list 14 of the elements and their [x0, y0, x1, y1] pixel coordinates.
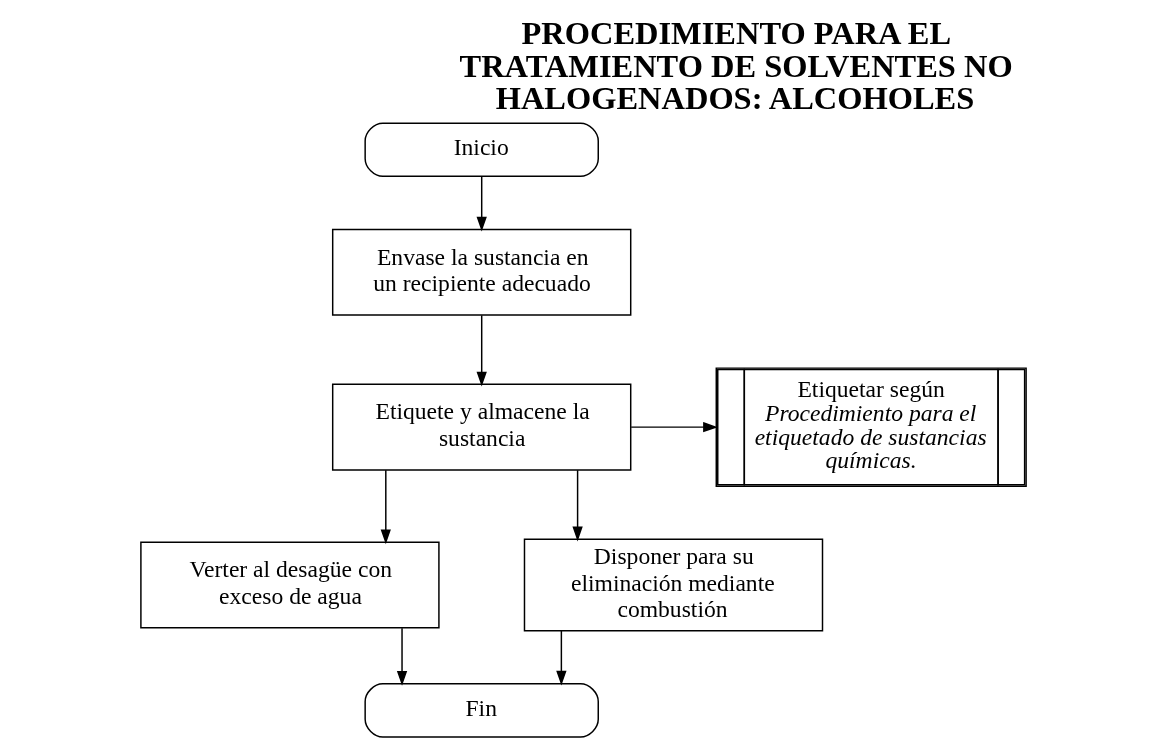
- arrow: [555, 630, 567, 686]
- node-box: Disponer para su eliminación mediante combustión: [523, 538, 823, 632]
- arrow: [380, 469, 391, 545]
- node-box: Etiquete y almacene la sustancia: [331, 383, 631, 471]
- arrow: [476, 314, 487, 387]
- node-box: Inicio: [363, 122, 599, 178]
- arrow: [629, 421, 718, 433]
- arrow: [571, 469, 583, 542]
- node-box: Verter al desagüe con exceso de agua: [139, 541, 440, 629]
- node-box: Envase la sustancia en un recipiente adecuado: [331, 228, 631, 316]
- node-box: Fin: [363, 683, 599, 738]
- arrow: [396, 627, 407, 686]
- arrow: [476, 175, 487, 232]
- diagram-title: PROCEDIMIENTO PARA EL TRATAMIENTO DE SOLVENTES NO HALOGENADOS: ALCOHOLES: [459, 15, 1013, 117]
